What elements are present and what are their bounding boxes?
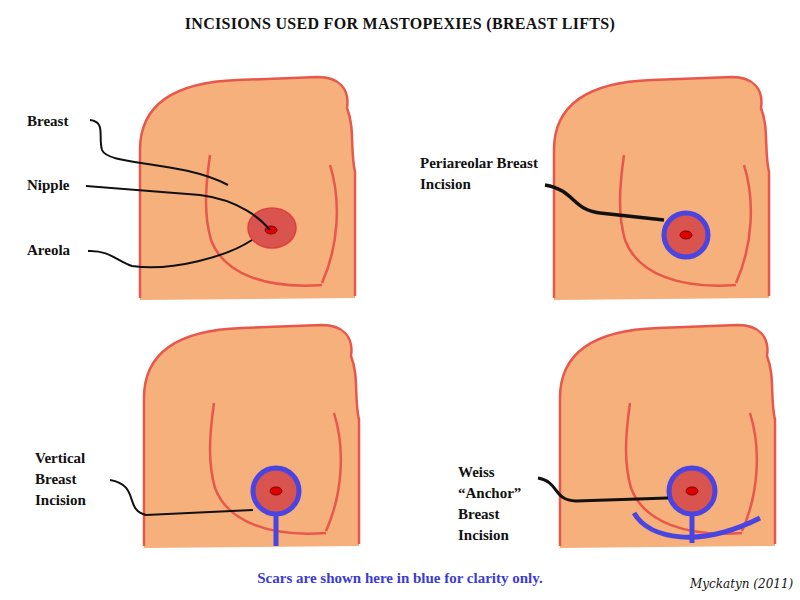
leader-line [86,186,270,230]
caption-note: Scars are shown here in blue for clarity… [150,568,650,589]
periareolar-scar [253,468,299,514]
part-label: Nipple [27,175,107,196]
leader-line [538,478,668,501]
incision-label: Weiss “Anchor” Breast Incision [458,462,538,546]
areola [248,208,296,248]
periareolar-scar [669,468,715,514]
nipple [680,231,692,239]
inframammary-scar [634,513,760,537]
part-label: Areola [27,240,107,261]
leader-line [110,480,253,515]
periareolar-scar [664,213,708,257]
vertical-scar [274,514,279,546]
diagram-title: INCISIONS USED FOR MASTOPEXIES (BREAST L… [0,13,800,34]
leader-line [88,240,252,267]
leader-line [545,185,664,220]
nipple [270,487,282,495]
incision-label: Periareolar Breast Incision [420,153,548,195]
torso-figure [560,325,775,548]
incision-label: Vertical Breast Incision [35,448,115,511]
nipple [686,487,698,495]
part-label: Breast [27,111,107,132]
torso-figure [554,77,769,300]
vertical-scar [690,514,695,543]
leader-line [90,120,228,185]
author-signature: Myckatyn (2011) [690,574,798,595]
